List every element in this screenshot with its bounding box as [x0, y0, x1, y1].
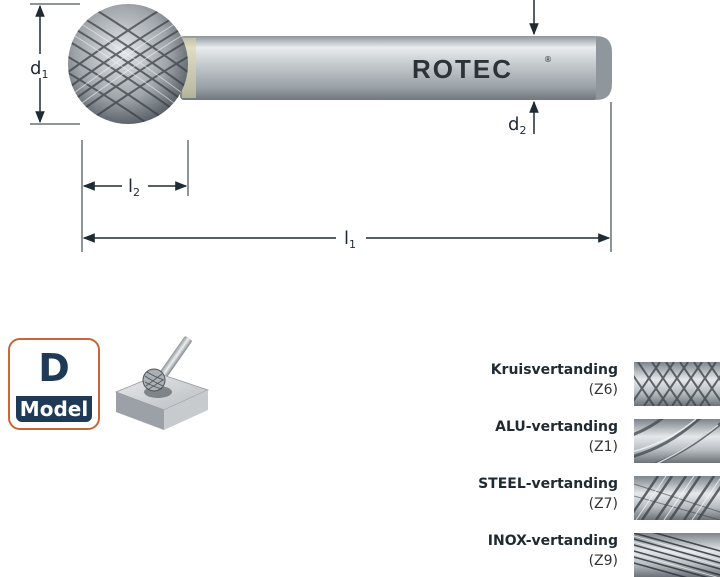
steel-cut-swatch: [634, 476, 720, 520]
cross-cut-swatch: [634, 362, 720, 406]
model-badge: D Model: [8, 338, 100, 430]
inox-cut-swatch: [634, 533, 720, 577]
cut-type-row: ALU-vertanding (Z1): [440, 415, 720, 472]
brand-logo: ROTEC: [412, 54, 513, 84]
cut-type-name: Kruisvertanding: [490, 362, 618, 378]
l2-label: l2: [128, 176, 140, 199]
cut-type-code: (Z7): [588, 496, 618, 512]
d2-label: d2: [508, 114, 526, 137]
cut-type-name: INOX-vertanding: [487, 533, 618, 549]
alu-cut-swatch: [634, 419, 720, 463]
d1-label: d1: [30, 58, 48, 81]
model-label: Model: [16, 396, 92, 422]
cut-type-row: STEEL-vertanding (Z7): [440, 472, 720, 529]
burr-shank: [180, 36, 612, 100]
cut-type-code: (Z9): [588, 553, 618, 569]
burr-technical-drawing: ROTEC ® d1 d2 l2 l1: [30, 0, 612, 252]
l1-label: l1: [344, 228, 356, 251]
model-letter: D: [38, 346, 70, 390]
cut-type-row: Kruisvertanding (Z6): [440, 358, 720, 415]
cut-type-name: ALU-vertanding: [495, 419, 618, 435]
brand-registered-mark: ®: [544, 55, 552, 64]
cut-type-code: (Z1): [588, 439, 618, 455]
cut-types-list: Kruisvertanding (Z6) ALU-vertanding (Z1): [440, 358, 720, 577]
ball-burr-on-block-icon: [114, 336, 210, 430]
burr-ball-head: [68, 4, 188, 124]
cut-type-code: (Z6): [588, 382, 618, 398]
cut-type-name: STEEL-vertanding: [478, 476, 618, 492]
cut-type-row: INOX-vertanding (Z9): [440, 529, 720, 577]
